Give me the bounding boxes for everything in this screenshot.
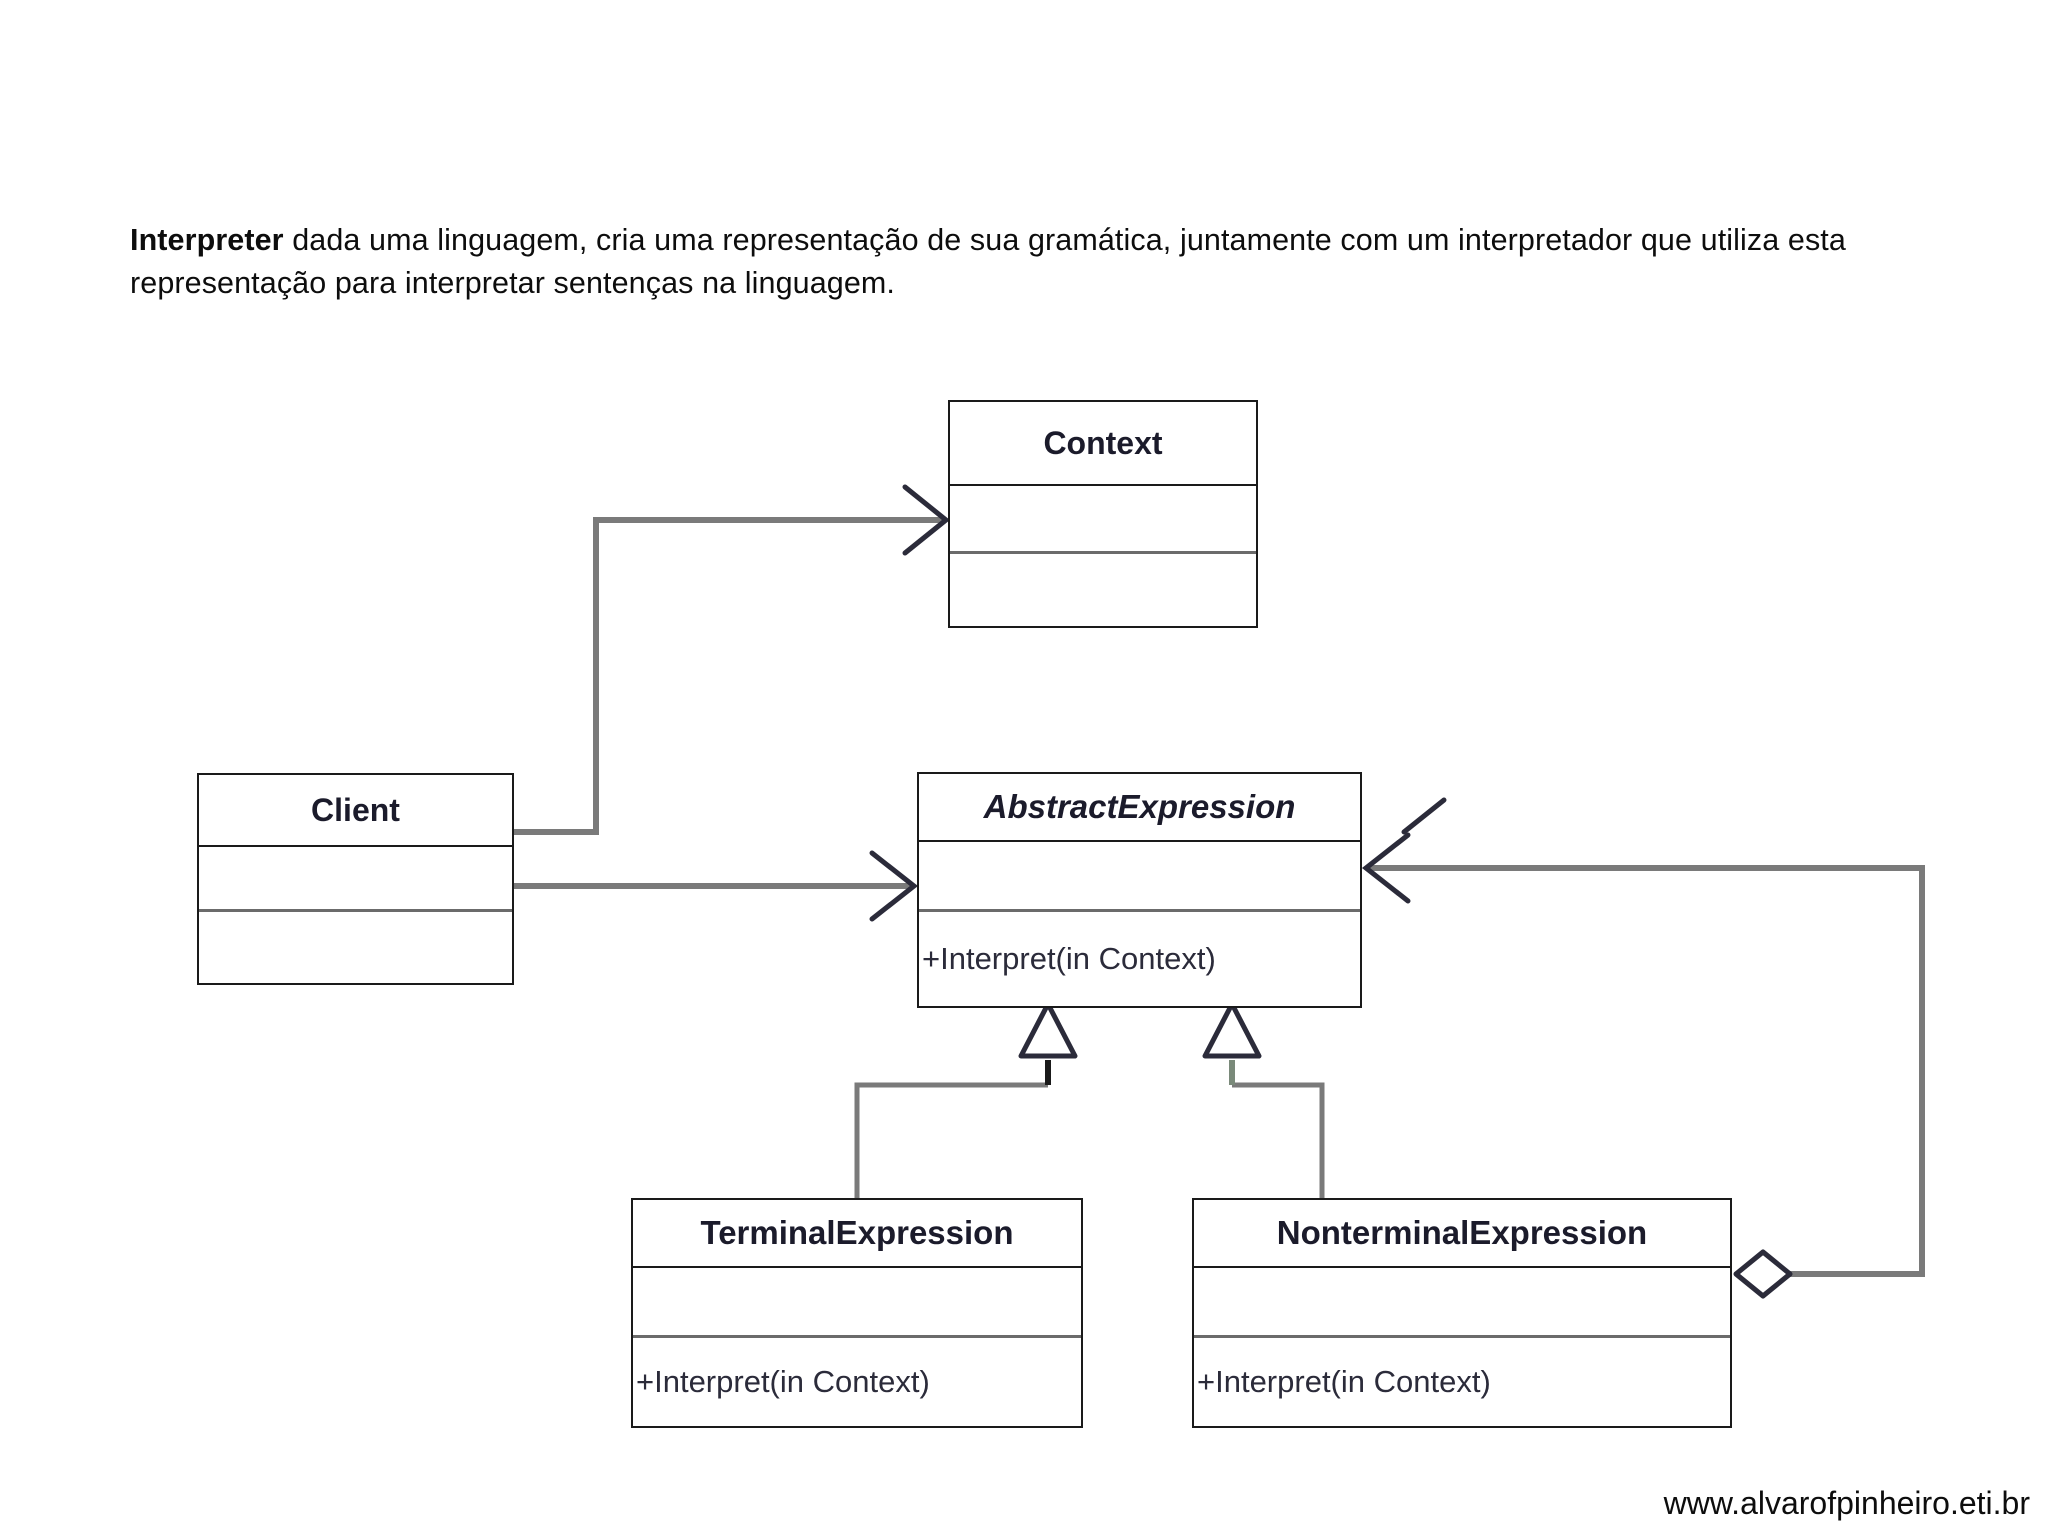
class-operation-nonterminalexpression-interpret: +Interpret(in Context) [1197,1364,1491,1399]
uml-class-abstractexpression[interactable]: AbstractExpression +Interpret(in Context… [917,772,1362,1008]
intro-paragraph: Interpreter dada uma linguagem, cria uma… [130,219,1920,306]
pattern-name: Interpreter [130,222,284,257]
uml-class-nonterminalexpression[interactable]: NonterminalExpression +Interpret(in Cont… [1192,1198,1732,1428]
connector-nonterminalexpression-generalization [1202,1001,1325,1198]
class-attributes-abstractexpression [919,842,1360,912]
class-name-terminalexpression: TerminalExpression [633,1200,1081,1268]
class-name-client: Client [199,775,512,847]
class-operations-context [950,554,1256,626]
uml-class-client[interactable]: Client [197,773,514,985]
class-operation-terminalexpression-interpret: +Interpret(in Context) [636,1364,930,1399]
class-operation-abstractexpression-interpret: +Interpret(in Context) [922,941,1216,976]
connector-client-to-context [514,484,950,835]
uml-class-terminalexpression[interactable]: TerminalExpression +Interpret(in Context… [631,1198,1083,1428]
uml-class-context[interactable]: Context [948,400,1258,628]
pattern-description: dada uma linguagem, cria uma representaç… [130,222,1846,300]
class-attributes-client [199,847,512,912]
class-name-context: Context [950,402,1256,486]
class-attributes-context [950,486,1256,554]
class-name-abstractexpression: AbstractExpression [919,774,1360,842]
connector-client-to-abstractexpression [514,850,919,922]
connector-terminalexpression-generalization [854,1001,1078,1198]
class-operations-client [199,912,512,983]
class-name-nonterminalexpression: NonterminalExpression [1194,1200,1730,1268]
class-attributes-nonterminalexpression [1194,1268,1730,1338]
site-url-footer: www.alvarofpinheiro.eti.br [1663,1485,2030,1521]
class-attributes-terminalexpression [633,1268,1081,1338]
